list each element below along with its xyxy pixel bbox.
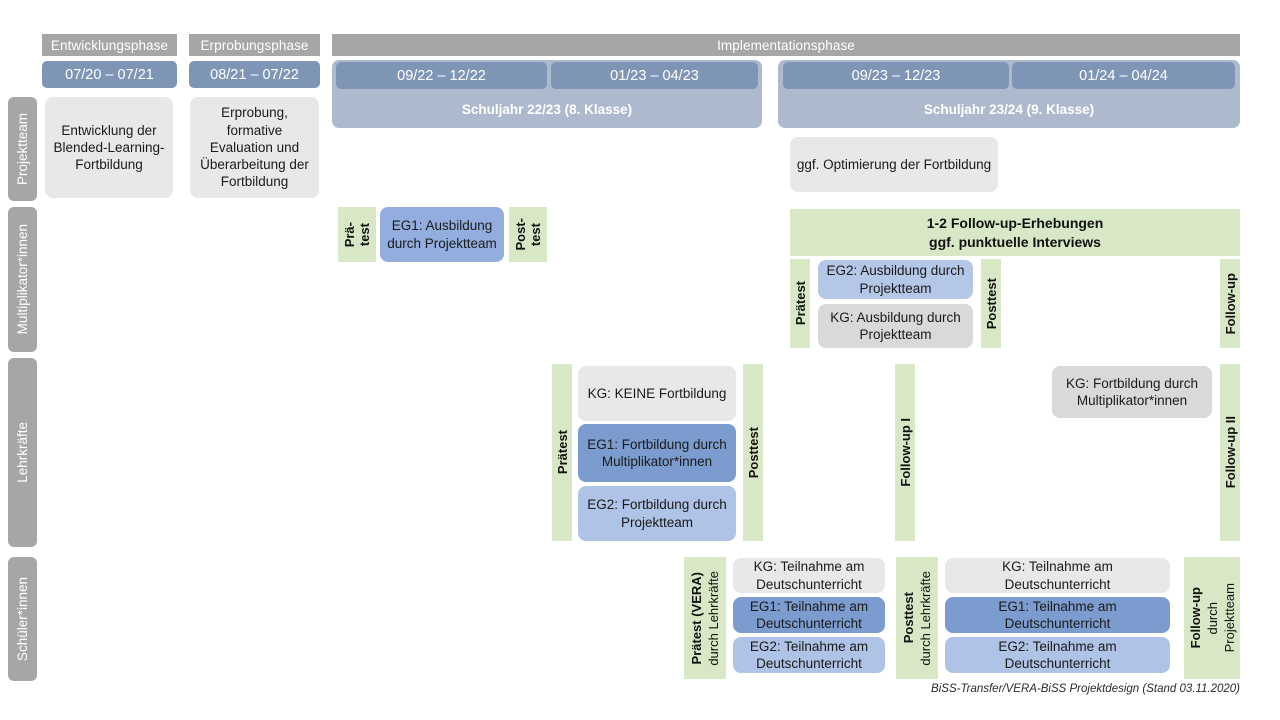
period-bar-08-21-07-22: 08/21 – 07/22 bbox=[189, 61, 320, 88]
praetest-vera-main: Prätest (VERA) bbox=[689, 571, 704, 665]
strip-followup-2-lehrkraefte: Follow-up II bbox=[1220, 364, 1240, 541]
strip-praetest-multiplikatoren-2: Prätest bbox=[790, 259, 810, 348]
card-kg-ausbildung-projektteam: KG: Ausbildung durch Projektteam bbox=[818, 304, 973, 348]
followup-multiplikatoren-text: Follow-up bbox=[1222, 272, 1238, 335]
card-entwicklung-blended-learning: Entwicklung der Blended-Learning-Fortbil… bbox=[45, 97, 173, 198]
role-label-schueler-text: Schüler*innen bbox=[15, 576, 30, 662]
followup-2-text: Follow-up II bbox=[1222, 416, 1238, 489]
strip-followup-multiplikatoren: Follow-up bbox=[1220, 259, 1240, 348]
posttest-line2: test bbox=[528, 222, 543, 247]
strip-posttest-schueler: Posttest durch Lehrkräfte bbox=[896, 557, 938, 679]
card-eg1-ausbildung-projektteam: EG1: Ausbildung durch Projektteam bbox=[380, 207, 504, 262]
card-ggf-optimierung: ggf. Optimierung der Fortbildung bbox=[790, 137, 998, 192]
period-bar-09-22-12-22: 09/22 – 12/22 bbox=[336, 62, 547, 89]
phase-header-erprobung: Erprobungsphase bbox=[189, 34, 320, 56]
school-year-label-22-23: Schuljahr 22/23 (8. Klasse) bbox=[461, 101, 633, 117]
card-kg-teilnahme-deutschunterricht-2: KG: Teilnahme am Deutschunterricht bbox=[945, 558, 1170, 593]
card-kg-teilnahme-deutschunterricht-1: KG: Teilnahme am Deutschunterricht bbox=[733, 558, 885, 593]
praetest-vera-sub: durch Lehrkräfte bbox=[706, 570, 721, 666]
role-label-multiplikatoren-text: Multiplikator*innen bbox=[15, 224, 30, 335]
card-kg-fortbildung-multiplikatoren: KG: Fortbildung durch Multiplikator*inne… bbox=[1052, 366, 1212, 418]
strip-posttest-lehrkraefte: Posttest bbox=[743, 364, 763, 541]
card-eg1-teilnahme-deutschunterricht-2: EG1: Teilnahme am Deutschunterricht bbox=[945, 597, 1170, 633]
strip-posttest-multiplikatoren: Post- test bbox=[509, 207, 547, 262]
role-label-multiplikatoren: Multiplikator*innen bbox=[8, 207, 37, 352]
posttest-line1: Post- bbox=[513, 218, 528, 251]
school-year-label-23-24: Schuljahr 23/24 (9. Klasse) bbox=[923, 101, 1095, 117]
card-eg1-teilnahme-deutschunterricht-1: EG1: Teilnahme am Deutschunterricht bbox=[733, 597, 885, 633]
footer-caption: BiSS-Transfer/VERA-BiSS Projektdesign (S… bbox=[931, 683, 1240, 695]
role-label-schueler: Schüler*innen bbox=[8, 557, 37, 681]
banner-followup-erhebungen: 1-2 Follow-up-Erhebungen ggf. punktuelle… bbox=[790, 209, 1240, 256]
strip-praetest-vera-schueler: Prätest (VERA) durch Lehrkräfte bbox=[684, 557, 726, 679]
period-bar-07-20-07-21: 07/20 – 07/21 bbox=[42, 61, 177, 88]
posttest2-text: Posttest bbox=[983, 277, 999, 330]
card-eg2-teilnahme-deutschunterricht-2: EG2: Teilnahme am Deutschunterricht bbox=[945, 637, 1170, 673]
posttest-schueler-sub: durch Lehrkräfte bbox=[918, 570, 933, 666]
card-kg-keine-fortbildung: KG: KEINE Fortbildung bbox=[578, 366, 736, 421]
posttest-schueler-main: Posttest bbox=[901, 592, 916, 644]
role-label-lehrkraefte-text: Lehrkräfte bbox=[15, 422, 30, 483]
period-bar-01-24-04-24: 01/24 – 04/24 bbox=[1012, 62, 1235, 89]
followup-schueler-main: Follow-up bbox=[1187, 587, 1203, 649]
followup-schueler-sub1: durch bbox=[1204, 601, 1220, 635]
posttest-lehrkraefte-text: Posttest bbox=[745, 426, 761, 479]
strip-posttest-multiplikatoren-2: Posttest bbox=[981, 259, 1001, 348]
card-eg2-ausbildung-projektteam: EG2: Ausbildung durch Projektteam bbox=[818, 260, 973, 299]
card-eg2-teilnahme-deutschunterricht-1: EG2: Teilnahme am Deutschunterricht bbox=[733, 637, 885, 673]
role-label-projektteam-text: Projektteam bbox=[15, 112, 30, 186]
banner-followup-line1: 1-2 Follow-up-Erhebungen bbox=[926, 215, 1104, 232]
strip-followup-1-lehrkraefte: Follow-up I bbox=[895, 364, 915, 541]
praetest-line2: test bbox=[357, 222, 372, 247]
strip-praetest-multiplikatoren: Prä- test bbox=[338, 207, 376, 262]
banner-followup-line2: ggf. punktuelle Interviews bbox=[929, 233, 1101, 250]
card-eg1-fortbildung-multiplikatoren: EG1: Fortbildung durch Multiplikator*inn… bbox=[578, 424, 736, 482]
strip-praetest-lehrkraefte: Prätest bbox=[552, 364, 572, 541]
praetest2-text: Prätest bbox=[792, 281, 808, 326]
praetest-line1: Prä- bbox=[342, 221, 357, 248]
period-bar-09-23-12-23: 09/23 – 12/23 bbox=[783, 62, 1009, 89]
phase-header-entwicklung: Entwicklungsphase bbox=[42, 34, 177, 56]
card-eg2-fortbildung-projektteam: EG2: Fortbildung durch Projektteam bbox=[578, 486, 736, 541]
strip-followup-schueler: Follow-up durch Projektteam bbox=[1184, 557, 1240, 679]
praetest-lehrkraefte-text: Prätest bbox=[554, 430, 570, 475]
card-erprobung-evaluation: Erprobung, formative Evaluation und Über… bbox=[190, 97, 319, 198]
phase-header-implementation: Implementationsphase bbox=[332, 34, 1240, 56]
followup-1-text: Follow-up I bbox=[897, 418, 913, 487]
period-bar-01-23-04-23: 01/23 – 04/23 bbox=[551, 62, 758, 89]
role-label-projektteam: Projektteam bbox=[8, 97, 37, 201]
followup-schueler-sub2: Projektteam bbox=[1221, 583, 1237, 653]
role-label-lehrkraefte: Lehrkräfte bbox=[8, 358, 37, 547]
